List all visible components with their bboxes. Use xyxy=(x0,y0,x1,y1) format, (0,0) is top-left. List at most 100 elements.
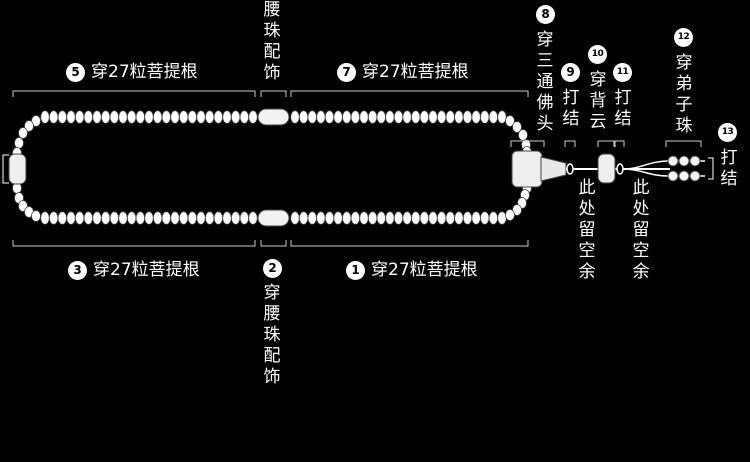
label-gap-right: 此处留空余 xyxy=(632,178,650,282)
label-step-12-text: 穿弟子珠 xyxy=(675,53,693,136)
bead-bottom-left xyxy=(144,211,154,225)
bead-top-right xyxy=(376,110,386,124)
bead-top-right xyxy=(298,110,309,124)
bracket-top-center xyxy=(260,90,287,97)
bead-bottom-left xyxy=(213,211,224,225)
label-step-1-text: 穿27粒菩提根 xyxy=(371,260,478,280)
bead-top-left xyxy=(92,110,102,124)
label-top-spacer: 腰珠配饰 xyxy=(263,0,281,83)
bead-left-curve xyxy=(14,137,24,149)
bead-bottom-left xyxy=(230,211,241,225)
bead-top-left xyxy=(57,110,68,124)
disciple-bead xyxy=(678,155,690,167)
guru-bead xyxy=(511,150,543,188)
bead-bottom-right xyxy=(411,211,421,225)
bead-bottom-right xyxy=(359,211,369,225)
bead-top-left xyxy=(100,110,111,124)
bead-top-left xyxy=(40,110,50,124)
bead-bottom-right xyxy=(350,211,361,225)
bead-top-right xyxy=(359,110,369,124)
bead-top-left xyxy=(152,110,163,124)
waist-ornament-top xyxy=(257,108,290,126)
bead-bottom-right xyxy=(462,211,473,225)
bead-top-left xyxy=(196,110,206,124)
bead-top-right xyxy=(428,110,438,124)
guru-bead-cone xyxy=(540,156,567,182)
disciple-bead xyxy=(689,170,701,182)
bead-top-right xyxy=(342,110,352,124)
label-step-3-text: 穿27粒菩提根 xyxy=(93,260,200,280)
bead-top-left xyxy=(83,110,94,124)
waist-ornament-bottom xyxy=(257,209,290,227)
bead-bottom-left xyxy=(204,211,215,225)
bead-top-left xyxy=(213,110,224,124)
bead-bottom-right xyxy=(428,211,438,225)
label-step-3: 3 穿27粒菩提根 xyxy=(68,260,200,280)
step-number-3: 3 xyxy=(68,261,87,280)
bead-bottom-left xyxy=(187,211,198,225)
bead-bottom-left xyxy=(152,211,163,225)
bead-bottom-left xyxy=(100,211,111,225)
bead-top-right xyxy=(290,110,300,124)
bead-bottom-right xyxy=(419,211,430,225)
bead-top-left xyxy=(118,110,128,124)
label-step-8-text: 穿三通佛头 xyxy=(536,30,554,134)
bead-bottom-left xyxy=(57,211,68,225)
bead-bottom-left xyxy=(92,211,102,225)
bead-top-left xyxy=(204,110,215,124)
bead-top-left xyxy=(239,110,250,124)
label-gap-left: 此处留空余 xyxy=(578,178,596,282)
bead-bottom-left xyxy=(178,211,189,225)
bracket-knot-9 xyxy=(564,140,576,147)
bead-bottom-right xyxy=(454,211,464,225)
step-number-12: 12 xyxy=(674,28,693,47)
disciple-bead xyxy=(667,170,679,182)
bracket-guru xyxy=(510,140,545,147)
bead-bottom-left xyxy=(170,211,180,225)
bracket-knot-11 xyxy=(613,140,625,147)
disciple-bead xyxy=(689,155,701,167)
bead-bottom-left xyxy=(40,211,50,225)
bead-top-right xyxy=(488,110,499,124)
step-number-10: 10 xyxy=(588,45,607,64)
bead-top-left xyxy=(109,110,120,124)
bead-top-left xyxy=(222,110,232,124)
bead-top-left xyxy=(135,110,146,124)
step-number-9: 9 xyxy=(561,63,580,82)
step-number-11: 11 xyxy=(613,63,632,82)
bead-top-right xyxy=(454,110,464,124)
bead-top-right xyxy=(497,110,507,124)
bead-bottom-left xyxy=(66,211,76,225)
disciple-bead xyxy=(667,155,679,167)
bracket-disciple xyxy=(665,140,702,147)
bead-bottom-right xyxy=(480,211,490,225)
bead-top-right xyxy=(436,110,447,124)
step-number-13: 13 xyxy=(718,123,737,142)
bead-top-left xyxy=(48,110,59,124)
bead-bottom-left xyxy=(161,211,172,225)
bead-bottom-left xyxy=(118,211,128,225)
bracket-back-cloud xyxy=(597,140,616,147)
step-number-5: 5 xyxy=(66,63,85,82)
bracket-bottom-right xyxy=(290,240,529,247)
bead-top-left xyxy=(66,110,76,124)
bead-left-curve xyxy=(31,210,41,222)
bead-right-curve xyxy=(505,115,515,127)
bead-top-left xyxy=(187,110,198,124)
bead-bottom-right xyxy=(445,211,455,225)
bracket-bottom-center xyxy=(260,240,287,247)
bead-bottom-right xyxy=(316,211,326,225)
cord-lower xyxy=(623,168,669,177)
label-step-7-text: 穿27粒菩提根 xyxy=(362,62,469,82)
bead-bottom-left xyxy=(135,211,146,225)
bead-bottom-left xyxy=(248,211,258,225)
cord-upper xyxy=(623,160,669,170)
bracket-top-right xyxy=(290,90,529,97)
bead-top-right xyxy=(411,110,421,124)
bead-top-left xyxy=(144,110,154,124)
bead-top-right xyxy=(316,110,326,124)
left-end-bracket xyxy=(2,154,9,184)
